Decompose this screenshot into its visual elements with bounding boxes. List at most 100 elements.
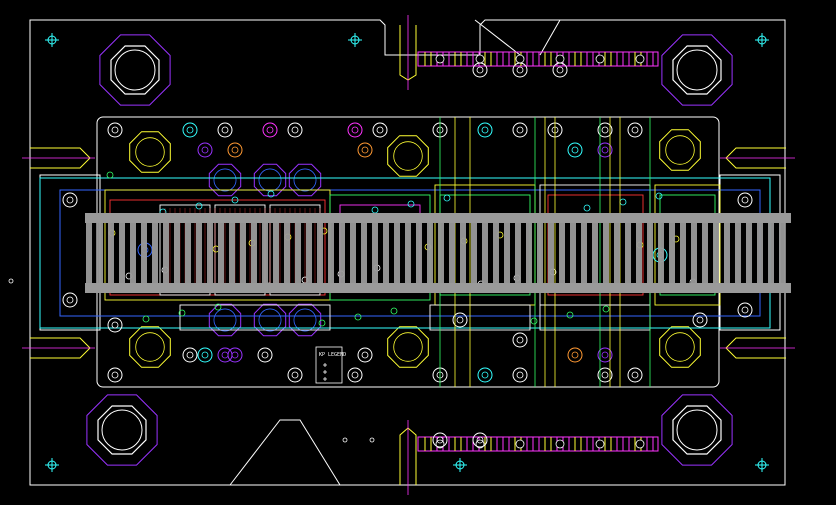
strip-tooth xyxy=(449,213,455,293)
station-outline xyxy=(429,304,531,331)
hole-icon xyxy=(567,347,583,363)
crosshair-hole-icon xyxy=(755,458,769,472)
strip-tooth xyxy=(603,213,609,293)
small-hole-icon xyxy=(443,194,451,202)
strip-tooth xyxy=(746,213,752,293)
strip-tooth xyxy=(592,213,598,293)
crosshair-hole-icon xyxy=(45,458,59,472)
hole-icon xyxy=(737,192,753,208)
small-hole-icon xyxy=(407,200,415,208)
strip-tooth xyxy=(724,213,730,293)
hole-icon xyxy=(227,142,243,158)
hole-icon xyxy=(357,347,373,363)
small-hole-icon xyxy=(602,305,610,313)
strip-tooth xyxy=(262,213,268,293)
strip-tooth xyxy=(515,213,521,293)
octagon-bushing-icon xyxy=(253,303,287,337)
strip-tooth xyxy=(306,213,312,293)
station-outline xyxy=(539,304,651,331)
strip-tooth xyxy=(328,213,334,293)
hole-icon xyxy=(182,122,198,138)
hole-icon xyxy=(597,347,613,363)
strip-tooth xyxy=(163,213,169,293)
strip-tooth xyxy=(284,213,290,293)
octagon-bushing-icon xyxy=(288,163,322,197)
hole-icon xyxy=(347,367,363,383)
station-outline xyxy=(179,304,331,331)
stop-block-outline xyxy=(417,436,659,452)
strip-tooth xyxy=(130,213,136,293)
stop-block-outline xyxy=(417,51,659,67)
strip-tooth xyxy=(394,213,400,293)
strip-tooth xyxy=(339,213,345,293)
hole-icon xyxy=(287,122,303,138)
hole-icon xyxy=(257,347,273,363)
strip-tooth xyxy=(702,213,708,293)
strip-tooth xyxy=(273,213,279,293)
small-hole-icon xyxy=(318,319,326,327)
small-hole-icon xyxy=(106,171,114,179)
hole-icon xyxy=(512,367,528,383)
small-hole-icon xyxy=(214,303,222,311)
strip-tooth xyxy=(317,213,323,293)
hole-icon xyxy=(227,347,243,363)
small-hole-icon xyxy=(390,307,398,315)
strip-tooth xyxy=(471,213,477,293)
strip-tooth xyxy=(526,213,532,293)
crosshair-hole-icon xyxy=(45,33,59,47)
hole-icon xyxy=(627,122,643,138)
strip-tooth xyxy=(86,213,92,293)
hole-icon xyxy=(287,367,303,383)
hole-icon xyxy=(472,432,488,448)
hole-icon xyxy=(197,142,213,158)
hole-icon xyxy=(552,62,568,78)
hole-icon xyxy=(597,367,613,383)
strip-tooth xyxy=(658,213,664,293)
strip-tooth xyxy=(240,213,246,293)
small-hole-icon xyxy=(267,190,275,198)
octagon-guide-post-icon xyxy=(661,394,733,466)
hole-icon xyxy=(357,142,373,158)
strip-tooth xyxy=(614,213,620,293)
hole-icon xyxy=(347,122,363,138)
strip-tooth xyxy=(295,213,301,293)
hole-icon xyxy=(512,332,528,348)
side-rail-centerlines xyxy=(22,15,795,495)
hole-icon xyxy=(197,347,213,363)
strip-tooth xyxy=(383,213,389,293)
strip-tooth xyxy=(482,213,488,293)
strip-tooth xyxy=(185,213,191,293)
strip-tooth xyxy=(504,213,510,293)
octagon-bushing-icon xyxy=(208,163,242,197)
corner-crosshairs xyxy=(45,33,769,472)
strip-tooth xyxy=(460,213,466,293)
hole-icon xyxy=(477,367,493,383)
legend-label: KP LEGEND xyxy=(319,352,346,358)
hole-icon xyxy=(627,367,643,383)
crosshair-hole-icon xyxy=(348,33,362,47)
strip-tooth xyxy=(405,213,411,293)
strip-tooth xyxy=(152,213,158,293)
hole-icon xyxy=(182,347,198,363)
strip-tooth xyxy=(735,213,741,293)
small-hole-icon xyxy=(142,315,150,323)
small-hole-icon xyxy=(619,198,627,206)
strip-tooth xyxy=(416,213,422,293)
hole-icon xyxy=(567,142,583,158)
strip-tooth xyxy=(97,213,103,293)
octagon-bushing-icon xyxy=(659,129,701,171)
station-outline xyxy=(654,184,721,306)
hole-icon xyxy=(107,122,123,138)
hole-icon xyxy=(452,312,468,328)
strip-tooth xyxy=(361,213,367,293)
strip-tooth xyxy=(218,213,224,293)
strip-tooth xyxy=(581,213,587,293)
strip-tooth xyxy=(119,213,125,293)
octagon-bushing-icon xyxy=(129,131,171,173)
hole-icon xyxy=(217,122,233,138)
strip-tooth xyxy=(229,213,235,293)
hole-icon xyxy=(512,122,528,138)
crosshair-hole-icon xyxy=(755,33,769,47)
